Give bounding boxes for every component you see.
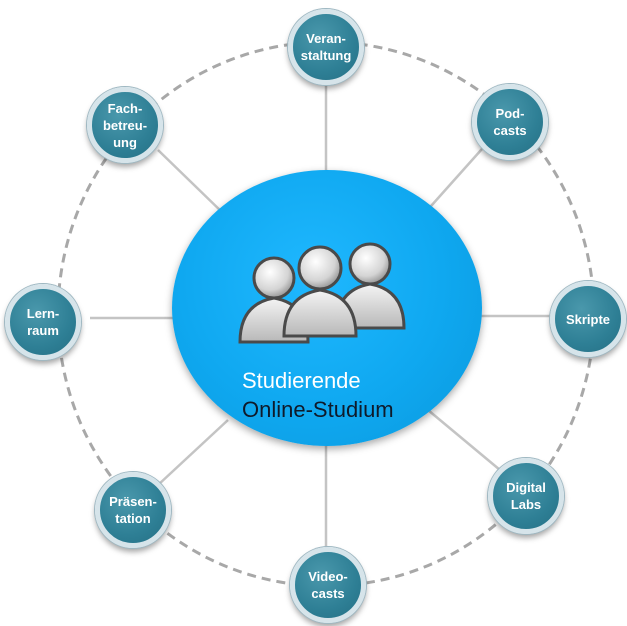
spoke-podcasts: [422, 139, 491, 216]
node-lernraum[interactable]: Lern- raum: [5, 284, 81, 360]
node-veranstaltung[interactable]: Veran- staltung: [288, 9, 364, 85]
node-skripte[interactable]: Skripte: [550, 281, 626, 357]
students-group-icon: [238, 242, 406, 344]
node-podcasts[interactable]: Pod- casts: [472, 84, 548, 160]
spoke-fachbetreuung: [157, 149, 226, 216]
center-title-line1: Studierende: [242, 368, 361, 393]
node-digital-labs[interactable]: Digital Labs: [488, 458, 564, 534]
spoke-digital-labs: [427, 409, 501, 471]
node-praesentation[interactable]: Präsen- tation: [95, 472, 171, 548]
spoke-praesentation: [157, 419, 229, 486]
person-middle-icon: [282, 245, 358, 338]
node-fachbetreuung[interactable]: Fach- betreu- ung: [87, 87, 163, 163]
node-videocasts[interactable]: Video- casts: [290, 547, 366, 623]
spokes: [90, 80, 560, 550]
center-title-line2: Online-Studium: [242, 397, 394, 422]
